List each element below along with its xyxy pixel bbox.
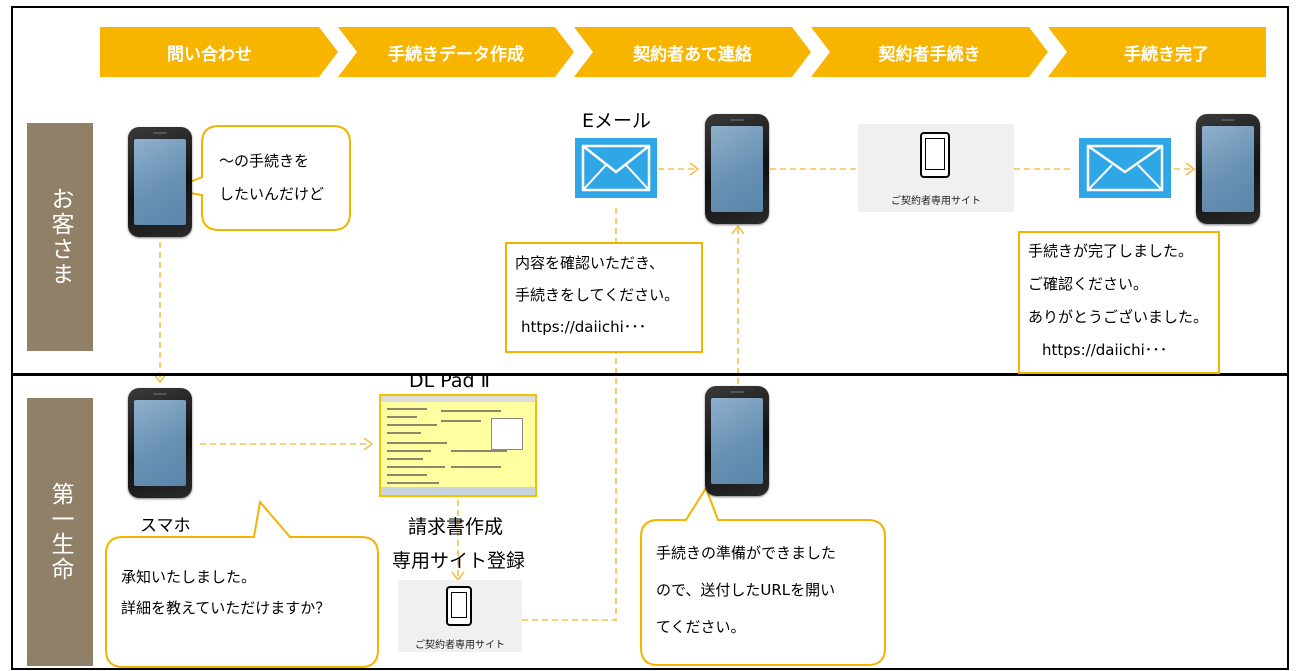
step-label-customer-procedure: 契約者手続き [878, 44, 981, 65]
site-registration-label: 専用サイト登録 [392, 550, 526, 572]
company-smartphone-icon [128, 388, 192, 498]
step-label-contact: 契約者あて連絡 [633, 44, 752, 65]
ready-bubble-line-2: ので、送付したURLを開い [656, 581, 836, 599]
contract-site-card: ご契約者専用サイト [858, 124, 1014, 212]
contract-site-caption: ご契約者専用サイト [891, 196, 981, 207]
ready-bubble-line-1: 手続きの準備ができました [656, 544, 837, 562]
ready-bubble-line-3: てください。 [656, 618, 746, 636]
lane-label-company: 第一生命 [27, 398, 93, 666]
step-label-inquiry: 問い合わせ [167, 44, 252, 65]
reply-bubble-shape [105, 499, 379, 668]
email-message-url: https://daiichi･･･ [521, 318, 647, 336]
company-contract-site-icon [446, 586, 472, 626]
dlpad-screenshot [379, 394, 537, 497]
arrowhead-down-1 [153, 373, 167, 384]
step-arrow-customer-procedure [811, 27, 1048, 77]
inquiry-bubble-line-2: したいんだけど [219, 185, 325, 203]
inquiry-bubble-shape [167, 125, 351, 231]
invoice-label: 請求書作成 [408, 516, 504, 538]
step-arrow-contact [574, 27, 811, 77]
company-contract-site-card: ご契約者専用サイト [398, 580, 522, 652]
arrowhead-right-1 [363, 437, 374, 451]
step-arrow-data-creation [338, 27, 574, 77]
customer-smartphone-icon [128, 127, 192, 237]
company-smartphone-notify-icon [705, 386, 769, 496]
arrowhead-right-2 [689, 162, 700, 176]
email-message-box: 内容を確認いただき、 手続きをしてください。 https://daiichi･･… [505, 242, 703, 353]
completion-message-box: 手続きが完了しました。 ご確認ください。 ありがとうございました。 https:… [1018, 231, 1220, 374]
reply-bubble-line-2: 詳細を教えていただけますか？ [121, 599, 331, 617]
customer-smartphone-email-icon [705, 114, 769, 224]
lane-divider [11, 373, 1289, 376]
email-message-line-1: 内容を確認いただき、 [515, 254, 664, 272]
reply-bubble-line-1: 承知いたしました。 [121, 568, 257, 586]
step-arrow-inquiry [100, 27, 338, 77]
diagram-frame [11, 6, 1289, 670]
completion-email-envelope-icon [1079, 138, 1171, 198]
company-contract-site-caption: ご契約者専用サイト [415, 640, 505, 651]
email-envelope-icon [575, 138, 657, 198]
completion-message-line-1: 手続きが完了しました。 [1028, 242, 1194, 260]
step-label-data-creation: 手続きデータ作成 [388, 44, 524, 65]
smartphone-label: スマホ [140, 516, 191, 536]
ready-bubble-shape [640, 485, 886, 666]
arrowhead-up-1 [731, 224, 745, 235]
step-arrow-completion [1048, 27, 1266, 77]
completion-message-url: https://daiichi･･･ [1042, 341, 1168, 359]
contract-site-icon [920, 132, 950, 178]
email-message-line-2: 手続きをしてください。 [515, 286, 680, 304]
dlpad-label: DL Pad Ⅱ [409, 370, 490, 392]
email-label: Eメール [582, 110, 652, 132]
customer-smartphone-completion-icon [1196, 114, 1260, 224]
inquiry-bubble-line-1: ～の手続きを [219, 152, 310, 170]
lane-label-customer: お客さま [27, 123, 93, 351]
completion-message-line-3: ありがとうございました。 [1028, 308, 1209, 326]
completion-message-line-2: ご確認ください。 [1028, 275, 1149, 293]
arrowhead-right-3 [1185, 162, 1196, 176]
step-label-completion: 手続き完了 [1124, 44, 1209, 65]
